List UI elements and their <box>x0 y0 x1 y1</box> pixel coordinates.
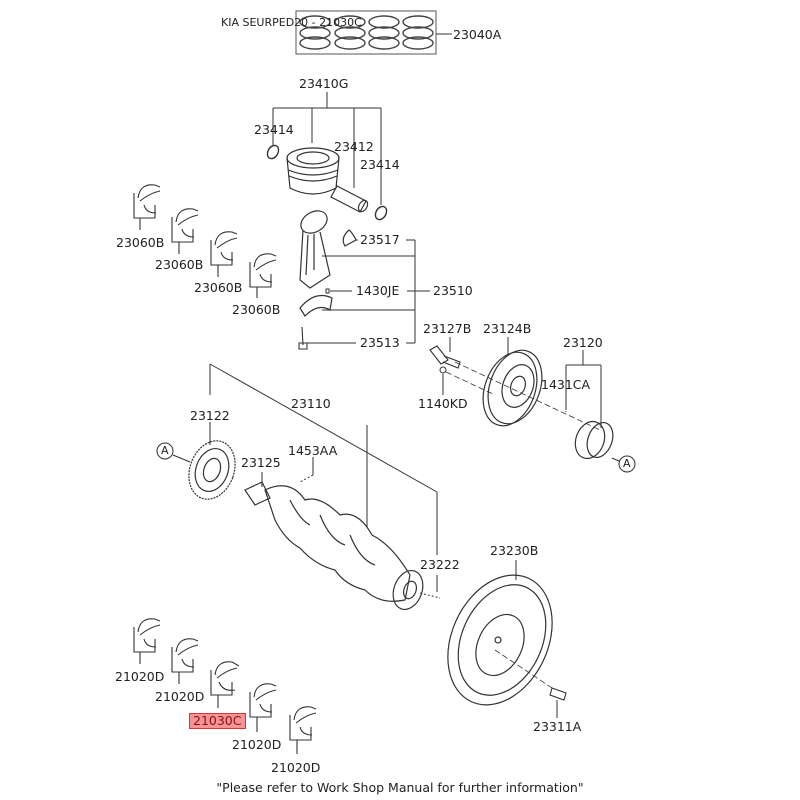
callout-23510[interactable]: 23510 <box>433 283 473 298</box>
callout-23513[interactable]: 23513 <box>360 335 400 350</box>
piston-ring-set[interactable] <box>296 11 452 54</box>
callout-1453AA[interactable]: 1453AA <box>288 443 338 458</box>
callout-23127B[interactable]: 23127B <box>423 321 472 336</box>
damper-pulley[interactable] <box>474 343 552 434</box>
callout-23414-right[interactable]: 23414 <box>360 157 400 172</box>
callout-1431CA[interactable]: 1431CA <box>541 377 591 392</box>
callout-21020D-1[interactable]: 21020D <box>115 669 165 684</box>
callout-23060B-4[interactable]: 23060B <box>232 302 281 317</box>
callout-23410G[interactable]: 23410G <box>299 76 349 91</box>
ref-a-left: A <box>161 444 169 457</box>
washer-bolt-part[interactable] <box>440 367 446 373</box>
ref-a-right-circle <box>619 456 635 472</box>
flywheel-part[interactable] <box>428 558 572 722</box>
callout-21030C-highlighted[interactable]: 21030C <box>189 713 246 729</box>
connecting-rod[interactable] <box>297 206 356 288</box>
crankshaft[interactable] <box>245 482 428 614</box>
diagram-title: KIA SEURPED20 - 21030C <box>221 16 362 29</box>
callout-23412[interactable]: 23412 <box>334 139 374 154</box>
main-bearings[interactable] <box>134 619 316 754</box>
footer-note: "Please refer to Work Shop Manual for fu… <box>216 780 584 795</box>
snap-ring-left[interactable] <box>265 143 281 160</box>
callout-23311A[interactable]: 23311A <box>533 719 582 734</box>
callout-23517[interactable]: 23517 <box>360 232 400 247</box>
callout-23060B-2[interactable]: 23060B <box>155 257 204 272</box>
callout-23060B-1[interactable]: 23060B <box>116 235 165 250</box>
conrod-bearings[interactable] <box>134 185 276 298</box>
pulley-bolt[interactable] <box>430 346 460 368</box>
callout-23124B[interactable]: 23124B <box>483 321 532 336</box>
callout-23040A[interactable]: 23040A <box>453 27 502 42</box>
callout-1430JE[interactable]: 1430JE <box>356 283 400 298</box>
crank-sprocket[interactable] <box>570 417 617 462</box>
callout-23222[interactable]: 23222 <box>420 557 460 572</box>
callout-23125[interactable]: 23125 <box>241 455 281 470</box>
callout-21020D-4[interactable]: 21020D <box>271 760 321 775</box>
sprocket-leaders <box>566 350 601 428</box>
flywheel-bolt-part[interactable] <box>550 688 566 700</box>
crankshaft-leaders <box>210 364 437 592</box>
callout-23414-left[interactable]: 23414 <box>254 122 294 137</box>
ref-a-left-circle <box>157 443 173 459</box>
callout-23230B[interactable]: 23230B <box>490 543 539 558</box>
callout-23060B-3[interactable]: 23060B <box>194 280 243 295</box>
pulley-axis-line <box>455 362 600 430</box>
callout-21020D-2[interactable]: 21020D <box>155 689 205 704</box>
piston-pin[interactable] <box>331 186 369 213</box>
callout-23122[interactable]: 23122 <box>190 408 230 423</box>
callout-21020D-3[interactable]: 21020D <box>232 737 282 752</box>
callout-23120[interactable]: 23120 <box>563 335 603 350</box>
callout-1140KD[interactable]: 1140KD <box>418 396 468 411</box>
snap-ring-right[interactable] <box>373 204 389 221</box>
conrod-bolt-part[interactable] <box>299 327 307 349</box>
piston[interactable] <box>287 148 339 194</box>
callout-23110[interactable]: 23110 <box>291 396 331 411</box>
ref-a-right: A <box>623 457 631 470</box>
crank-gear[interactable] <box>181 434 243 505</box>
conrod-leaders <box>307 240 430 343</box>
piston-assy-leaders <box>273 92 381 205</box>
conrod-pin-part[interactable] <box>326 289 329 293</box>
conrod-cap[interactable] <box>300 296 332 316</box>
